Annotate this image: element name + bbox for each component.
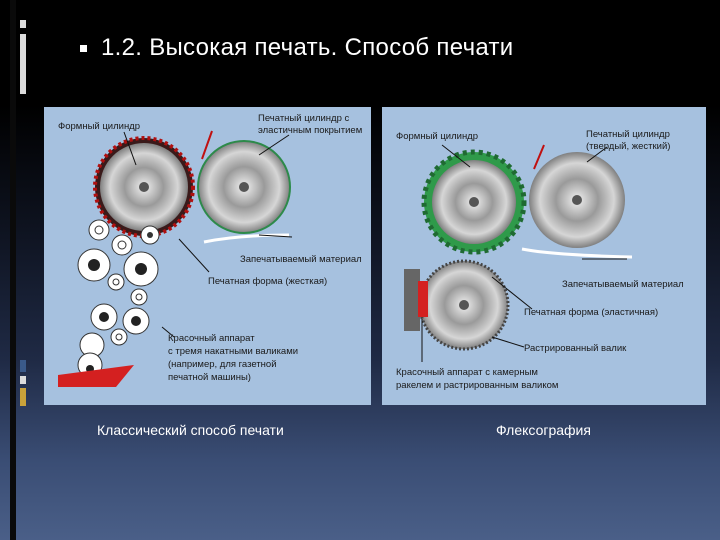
label-inking-2: ракелем и растрированным валиком (396, 380, 558, 391)
decorative-stripe (20, 388, 26, 406)
ink-fountain (58, 365, 134, 387)
label-impression-cylinder-1: Печатный цилиндр (586, 129, 670, 140)
label-inking-1: Красочный аппарат (168, 333, 255, 344)
label-printing-plate: Печатная форма (эластичная) (524, 307, 658, 318)
slide-title: 1.2. Высокая печать. Способ печати (101, 34, 514, 61)
substrate-web (203, 233, 290, 244)
bullet-icon (80, 44, 87, 52)
label-impression-cylinder-1: Печатный цилиндр с (258, 113, 350, 124)
decorative-side-bar (10, 0, 16, 540)
label-printing-plate: Печатная форма (жесткая) (208, 276, 327, 287)
label-substrate: Запечатываемый материал (562, 279, 684, 290)
label-inking-1: Красочный аппарат с камерным (396, 367, 538, 378)
ink-chamber (418, 281, 428, 317)
label-inking-3: (например, для газетной (168, 359, 277, 370)
decorative-stripe (20, 360, 26, 372)
label-inking-4: печатной машины) (168, 372, 251, 383)
caption-classic: Классический способ печати (97, 422, 284, 438)
label-substrate: Запечатываемый материал (240, 254, 362, 265)
chamber-doctor-blade (404, 269, 420, 331)
decorative-stripe (20, 34, 26, 94)
flexography-diagram: Формный цилиндр Печатный цилиндр (тверды… (382, 107, 706, 405)
label-inking-2: с тремя накатными валиками (168, 346, 298, 357)
label-plate-cylinder: Формный цилиндр (396, 131, 478, 142)
label-impression-cylinder-2: (твердый, жесткий) (586, 141, 670, 152)
label-impression-cylinder-2: эластичным покрытием (258, 125, 362, 136)
decorative-stripe (20, 376, 26, 384)
caption-flexography: Флексография (496, 422, 591, 438)
substrate-web (521, 247, 633, 259)
label-anilox: Растрированный валик (524, 343, 627, 354)
classic-printing-diagram: Формный цилиндр Печатный цилиндр с эласт… (44, 107, 371, 405)
label-plate-cylinder: Формный цилиндр (58, 121, 140, 132)
slide-title-row: 1.2. Высокая печать. Способ печати (80, 34, 514, 62)
decorative-stripe (20, 20, 26, 28)
ink-rollers (77, 219, 160, 378)
